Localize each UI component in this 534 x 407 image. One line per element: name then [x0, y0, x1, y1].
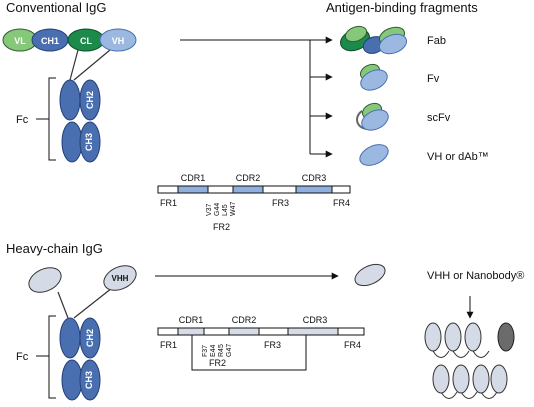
vhh-fr4-label: FR4	[344, 340, 361, 350]
nanobody-unit	[490, 364, 508, 394]
nanobody-unit	[444, 322, 462, 352]
vh-residue-g44: G44	[214, 203, 221, 216]
fc-label: Fc	[16, 114, 29, 126]
hc-hinge-right	[73, 287, 113, 319]
ch1-label: CH1	[41, 36, 59, 46]
vhh-nanobody-label: VHH or Nanobody®	[427, 270, 524, 282]
vhh-domain-left	[28, 267, 62, 293]
heavy-chain-igg-structure: VHH CH2 CH3 Fc	[16, 265, 137, 401]
vhh-cdr1-label: CDR1	[179, 315, 204, 325]
vh-cdr1-segment	[177, 185, 209, 194]
vhh-sequence-bar	[157, 327, 365, 336]
hc-ch2-label: CH2	[85, 329, 95, 347]
vh-cdr1-label: CDR1	[181, 173, 206, 183]
ch2-domain-right	[79, 79, 101, 121]
vh-cdr2-label: CDR2	[236, 173, 261, 183]
vhh-residue-r45: R45	[218, 344, 225, 357]
vhh-fr1-label: FR1	[160, 340, 177, 350]
fv-icon	[359, 63, 388, 91]
nanobody-unit	[452, 364, 470, 394]
vh-sequence-map: CDR1 CDR2 CDR3 FR1 FR3 FR4 V37 G44 L45 W…	[157, 173, 351, 232]
vh-dab-label: VH or dAb™	[427, 151, 489, 163]
ch2-domain-left	[59, 79, 81, 121]
vhh-fr2-label: FR2	[209, 358, 226, 368]
ch3-label: CH3	[84, 133, 94, 151]
vhh-cdr2-segment	[228, 327, 260, 336]
vh-label: VH	[112, 36, 125, 46]
nanobody-formats-illustration	[424, 322, 515, 399]
vh-residue-l45: L45	[222, 204, 229, 216]
nanobody-unit	[432, 364, 450, 394]
vh-cdr3-segment	[295, 185, 333, 194]
scfv-label: scFv	[427, 112, 451, 124]
vh-fr2-label: FR2	[213, 222, 230, 232]
conventional-igg-title: Conventional IgG	[6, 0, 106, 15]
vh-fr1-label: FR1	[160, 198, 177, 208]
vhh-disulfide-bridge	[191, 335, 307, 371]
hc-ch2-domain-left	[59, 317, 81, 359]
vh-dab-icon	[359, 144, 389, 166]
scfv-icon	[356, 102, 389, 131]
vhh-cdr3-segment	[287, 327, 339, 336]
ch2-label: CH2	[85, 91, 95, 109]
vh-domain	[99, 28, 137, 52]
fv-label: Fv	[427, 73, 440, 85]
vh-fr4-label: FR4	[333, 198, 350, 208]
fragment-arrows	[180, 36, 333, 158]
fab-label: Fab	[427, 35, 446, 47]
vhh-fragment-icon	[354, 263, 386, 287]
vhh-sequence-map: CDR1 CDR2 CDR3 FR1 FR3 FR4 F37 E44 R45 G…	[157, 315, 365, 371]
vhh-cdr3-label: CDR3	[303, 315, 328, 325]
hinge-right	[73, 49, 111, 81]
vh-cdr3-label: CDR3	[302, 173, 327, 183]
hc-ch3-domain-left	[61, 359, 83, 401]
hc-fc-bracket	[48, 315, 56, 399]
vhh-domain-right	[103, 265, 137, 291]
hc-ch3-domain-right	[79, 359, 101, 401]
fc-bracket	[48, 77, 56, 161]
hc-ch3-label: CH3	[84, 371, 94, 389]
vhh-fr3-label: FR3	[264, 340, 281, 350]
hc-ch2-domain-right	[79, 317, 101, 359]
nanobody-unit-dark	[497, 322, 515, 352]
hc-fc-label: Fc	[16, 351, 29, 363]
vhh-cdr1-segment	[177, 327, 205, 336]
fab-icon	[339, 25, 408, 55]
vh-residue-v37: V37	[206, 203, 213, 216]
conventional-igg-structure: VL CH1 CL VH CH2 CH3 Fc	[2, 28, 137, 163]
vhh-cdr2-label: CDR2	[232, 315, 257, 325]
nanobody-unit	[464, 322, 482, 352]
nanobody-unit	[424, 322, 442, 352]
vh-fr3-label: FR3	[272, 198, 289, 208]
vhh-residue-f37: F37	[202, 345, 209, 357]
vhh-residue-g47: G47	[226, 344, 233, 357]
vhh-label: VHH	[112, 274, 129, 283]
nanobody-unit	[472, 364, 490, 394]
vl-label: VL	[14, 36, 26, 46]
hc-hinge-left	[57, 291, 69, 319]
vh-residue-w47: W47	[230, 202, 237, 217]
hinge-left	[69, 49, 79, 81]
vh-cdr2-segment	[232, 185, 264, 194]
cl-label: CL	[80, 36, 92, 46]
ch3-domain-left	[61, 121, 83, 163]
heavy-chain-igg-title: Heavy-chain IgG	[6, 241, 103, 256]
fragments-title: Antigen-binding fragments	[326, 0, 478, 15]
vhh-residue-e44: E44	[210, 344, 217, 357]
ch3-domain-right	[79, 121, 101, 163]
